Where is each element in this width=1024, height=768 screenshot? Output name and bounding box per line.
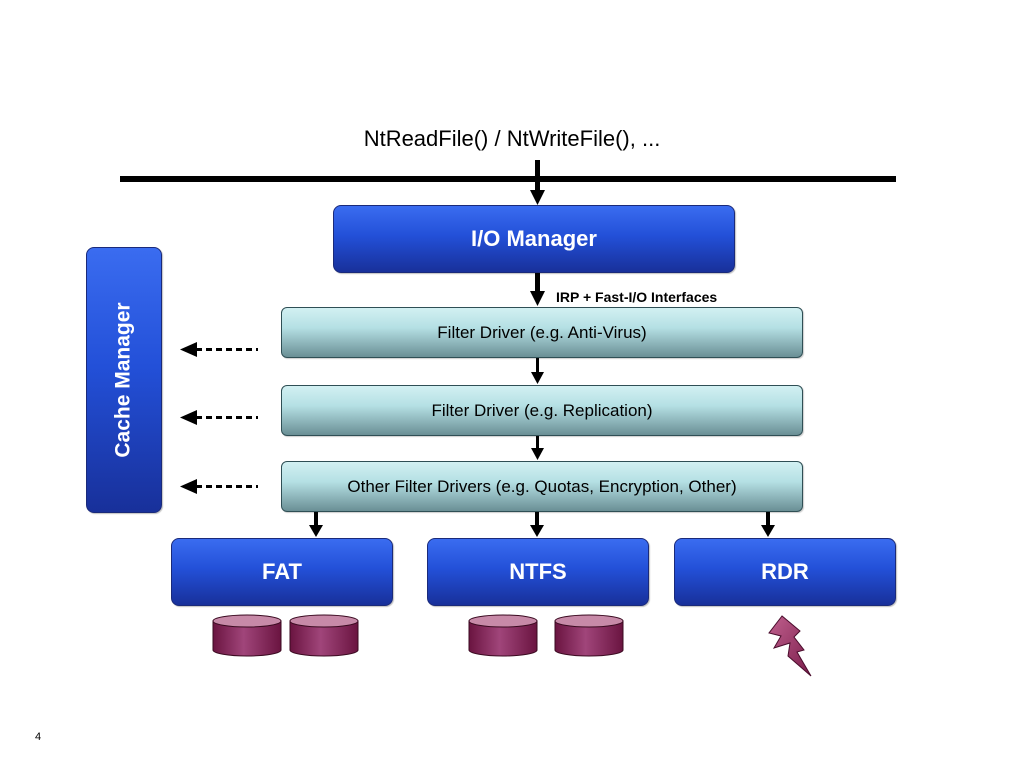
fat-box: FAT — [171, 538, 393, 606]
arrow-syscall-to-io-manager — [530, 160, 545, 205]
arrow-io-manager-to-filter — [530, 272, 545, 306]
dashed-arrow-filter-1-to-cache — [180, 342, 258, 357]
filter-driver-antivirus-box: Filter Driver (e.g. Anti-Virus) — [281, 307, 803, 358]
filter-driver-label: Other Filter Drivers (e.g. Quotas, Encry… — [347, 476, 737, 496]
other-filter-drivers-box: Other Filter Drivers (e.g. Quotas, Encry… — [281, 461, 803, 512]
ntfs-disk-1 — [468, 614, 538, 657]
cache-manager-label: Cache Manager — [112, 302, 136, 458]
io-manager-label: I/O Manager — [471, 226, 597, 251]
arrow-filter-to-fat — [309, 511, 323, 537]
rdr-label: RDR — [761, 559, 809, 584]
rdr-network-lightning-icon — [768, 615, 812, 677]
ntfs-box: NTFS — [427, 538, 649, 606]
cache-manager-box: Cache Manager — [86, 247, 162, 513]
fat-disk-1 — [212, 614, 282, 657]
arrow-filter-to-rdr — [761, 511, 775, 537]
io-manager-box: I/O Manager — [333, 205, 735, 273]
arrow-filter-2-to-filter-3 — [531, 435, 544, 460]
arrow-filter-1-to-filter-2 — [531, 357, 544, 384]
ntfs-label: NTFS — [509, 559, 567, 584]
fat-label: FAT — [262, 559, 302, 584]
filter-driver-label: Filter Driver (e.g. Anti-Virus) — [437, 322, 647, 342]
dashed-arrow-filter-3-to-cache — [180, 479, 258, 494]
syscall-boundary-line — [120, 176, 896, 182]
dashed-arrow-filter-2-to-cache — [180, 410, 258, 425]
filter-driver-replication-box: Filter Driver (e.g. Replication) — [281, 385, 803, 436]
page-number: 4 — [35, 731, 42, 743]
ntfs-disk-2 — [554, 614, 624, 657]
irp-interfaces-label: IRP + Fast-I/O Interfaces — [556, 289, 718, 305]
arrow-filter-to-ntfs — [530, 511, 544, 537]
fat-disk-2 — [289, 614, 359, 657]
api-call-label: NtReadFile() / NtWriteFile(), ... — [363, 126, 661, 151]
rdr-box: RDR — [674, 538, 896, 606]
filter-driver-label: Filter Driver (e.g. Replication) — [431, 400, 653, 420]
